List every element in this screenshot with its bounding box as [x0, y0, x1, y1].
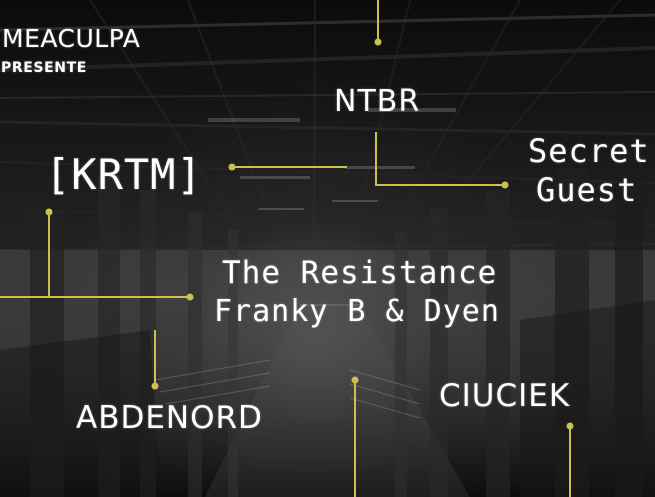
artist-ntbr: NTBR: [334, 84, 421, 119]
presents-label: PRESENTE: [1, 60, 87, 76]
artist-ciuciek: CIUCIEK: [439, 378, 571, 414]
artist-krtm: [KRTM]: [45, 150, 203, 199]
artist-secret: Secret: [528, 132, 650, 170]
artist-guest: Guest: [536, 171, 638, 209]
artist-abdenord: ABDENORD: [76, 400, 263, 436]
artist-the-resistance: The Resistance: [222, 255, 498, 291]
artist-franky-b-dyen: Franky B & Dyen: [214, 294, 500, 329]
brand-title: MEACULPA: [2, 24, 141, 53]
